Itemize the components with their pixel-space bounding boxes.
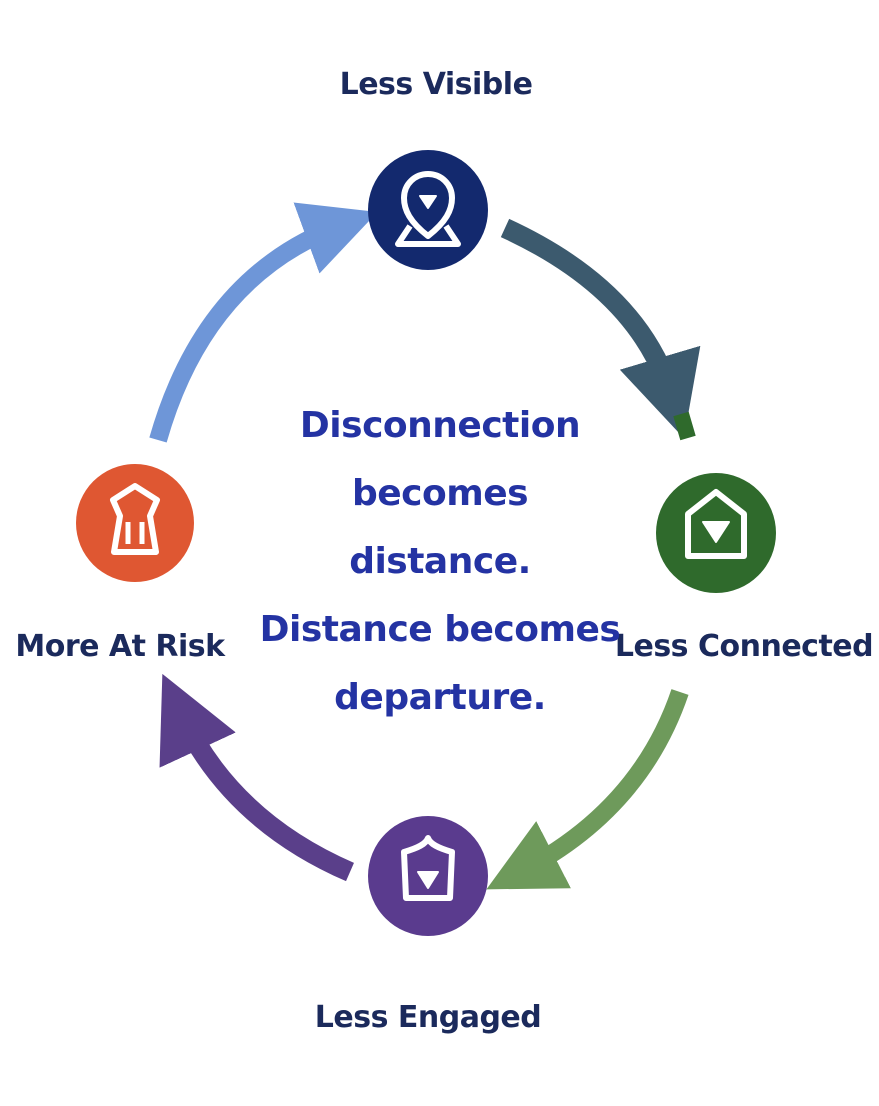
node-circle (368, 150, 488, 270)
shield-heart-icon (401, 835, 455, 901)
arrow-engaged-to-risk (159, 673, 354, 882)
center-line-1: Disconnection (299, 405, 581, 446)
person-alert-icon (110, 483, 160, 555)
node-label-connected: Less Connected (615, 629, 873, 664)
node-label-risk: More At Risk (15, 629, 226, 664)
arrow-visible-to-connected-tail (673, 411, 696, 441)
node-circle (76, 464, 194, 582)
center-message: Disconnection becomes distance. Distance… (230, 392, 650, 732)
center-line-3: distance. (349, 541, 531, 582)
center-line-2: becomes (351, 473, 529, 514)
node-more-at-risk: More At Risk (15, 464, 227, 664)
arrow-connected-to-engaged (486, 689, 689, 890)
heart-house-icon (685, 489, 747, 559)
node-less-engaged: Less Engaged (315, 816, 542, 1035)
node-less-visible: Less Visible (340, 67, 533, 270)
arrow-risk-to-visible (149, 202, 378, 443)
node-label-engaged: Less Engaged (315, 1000, 542, 1035)
arrow-visible-to-connected (500, 218, 701, 439)
node-label-visible: Less Visible (340, 67, 533, 102)
center-line-4: Distance becomes (259, 609, 621, 650)
node-less-connected: Less Connected (615, 473, 874, 664)
location-pin-icon (395, 171, 461, 247)
center-line-5: departure. (334, 677, 546, 718)
